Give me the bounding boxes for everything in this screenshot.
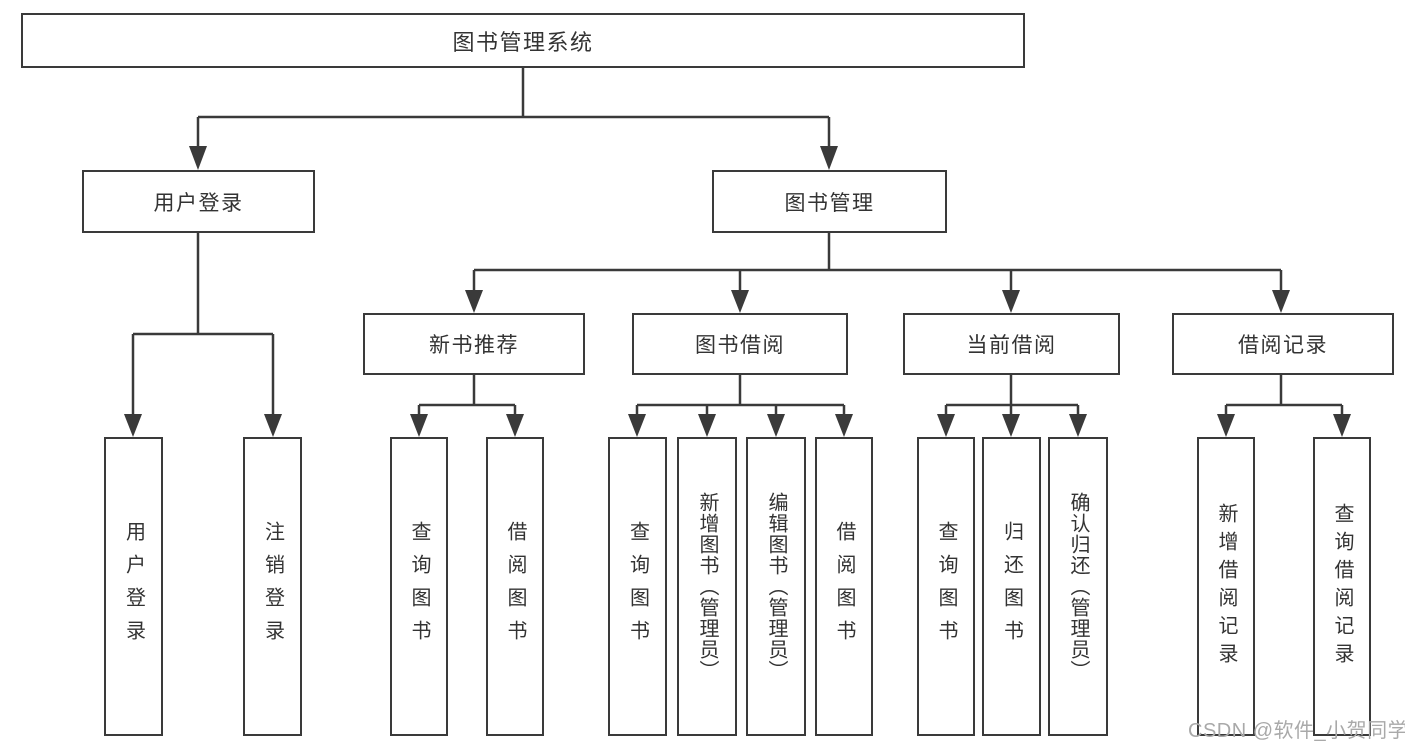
node-new-book-rec: 新书推荐 (363, 313, 585, 375)
leaf-add-book-admin: 新增图书（管理员） (677, 437, 737, 736)
leaf-rec-query-book: 查询图书 (390, 437, 448, 736)
node-current-borrow: 当前借阅 (903, 313, 1120, 375)
leaf-rec-borrow-book: 借阅图书 (486, 437, 544, 736)
leaf-borrow-book: 借阅图书 (815, 437, 873, 736)
node-book-borrow: 图书借阅 (632, 313, 848, 375)
leaf-query-borrow-record: 查询借阅记录 (1313, 437, 1371, 736)
connector-book-borrow (628, 375, 853, 437)
leaf-return-book: 归还图书 (982, 437, 1041, 736)
csdn-watermark: CSDN @软件_小贺同学 (1188, 720, 1405, 742)
connector-borrow-records (1217, 375, 1351, 437)
leaf-add-borrow-record: 新增借阅记录 (1197, 437, 1255, 736)
node-root: 图书管理系统 (21, 13, 1025, 68)
connector-new-book-rec (410, 375, 524, 437)
connector-root (189, 68, 838, 170)
leaf-user-login: 用户登录 (104, 437, 163, 736)
leaf-borrow-query-book: 查询图书 (608, 437, 667, 736)
node-user-login: 用户登录 (82, 170, 315, 233)
node-book-mgmt: 图书管理 (712, 170, 947, 233)
node-borrow-records: 借阅记录 (1172, 313, 1394, 375)
leaf-edit-book-admin: 编辑图书（管理员） (746, 437, 806, 736)
connector-user-login (124, 233, 282, 437)
connector-book-mgmt (465, 233, 1290, 313)
connector-current-borrow (937, 375, 1087, 437)
leaf-confirm-return-admin: 确认归还（管理员） (1048, 437, 1108, 736)
leaf-logout: 注销登录 (243, 437, 302, 736)
leaf-current-query-book: 查询图书 (917, 437, 975, 736)
